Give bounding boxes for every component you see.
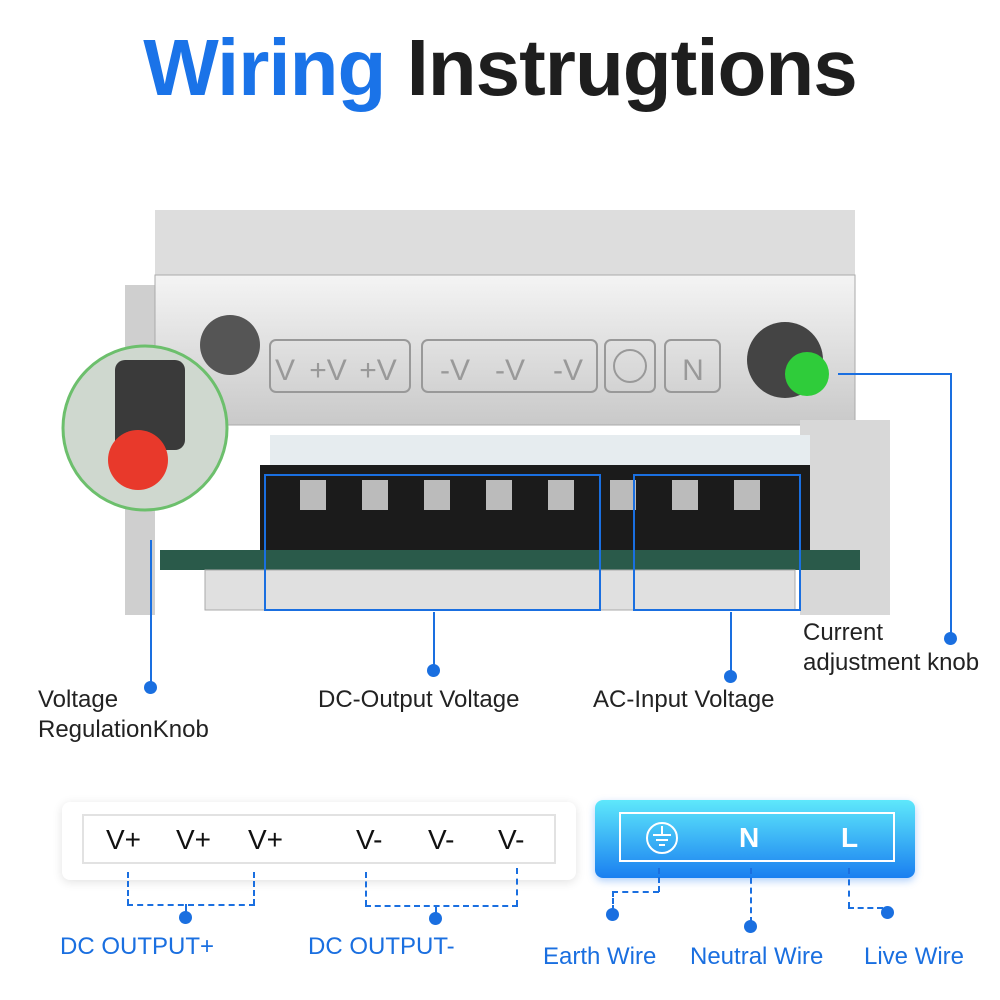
panel-marking: N	[682, 354, 704, 387]
bottom-plate	[204, 569, 796, 611]
power-supply-illustration: V +V +V -V -V -V N	[61, 210, 890, 615]
panel-marking: -V	[553, 354, 583, 387]
circuit-board	[160, 550, 860, 570]
dc-output-minus-label: DC OUTPUT-	[308, 933, 455, 960]
dc-output-label: DC-Output Voltage	[318, 686, 520, 713]
page-title: Wiring Instrugtions	[143, 23, 858, 112]
dc-output-plus-label: DC OUTPUT+	[60, 933, 215, 960]
terminal-cover	[270, 435, 810, 465]
panel-marking: V	[275, 354, 295, 387]
right-side	[800, 420, 890, 615]
terminal-v-plus: V+	[248, 824, 284, 855]
live-wire-label: Live Wire	[864, 943, 965, 970]
terminal-block	[260, 465, 810, 555]
front-cover	[154, 274, 856, 426]
terminal-v-minus: V-	[498, 824, 525, 855]
ac-input-highlight	[633, 474, 801, 611]
current-knob-cap	[785, 352, 829, 396]
terminal-neutral: N	[739, 822, 760, 853]
terminal-v-plus: V+	[106, 824, 142, 855]
terminal-v-plus: V+	[176, 824, 212, 855]
neutral-wire-label: Neutral Wire	[690, 943, 824, 970]
dc-terminal-diagram: V+ V+ V+ V- V- V-	[62, 802, 576, 880]
earth-ground-icon	[646, 822, 678, 854]
terminal-live: L	[841, 822, 859, 853]
panel-marking: +V	[359, 354, 397, 387]
voltage-knob-base	[200, 315, 260, 375]
earth-wire-label: Earth Wire	[543, 943, 657, 970]
ac-input-label: AC-Input Voltage	[593, 686, 775, 713]
terminal-v-minus: V-	[428, 824, 455, 855]
terminal-v-minus: V-	[356, 824, 383, 855]
ac-terminal-diagram: N L	[595, 800, 915, 878]
dc-output-highlight	[264, 474, 601, 611]
panel-marking: +V	[309, 354, 347, 387]
panel-marking: -V	[495, 354, 525, 387]
earth-marking-icon	[613, 349, 647, 383]
voltage-knob-cap	[108, 430, 168, 490]
panel-marking: -V	[440, 354, 470, 387]
